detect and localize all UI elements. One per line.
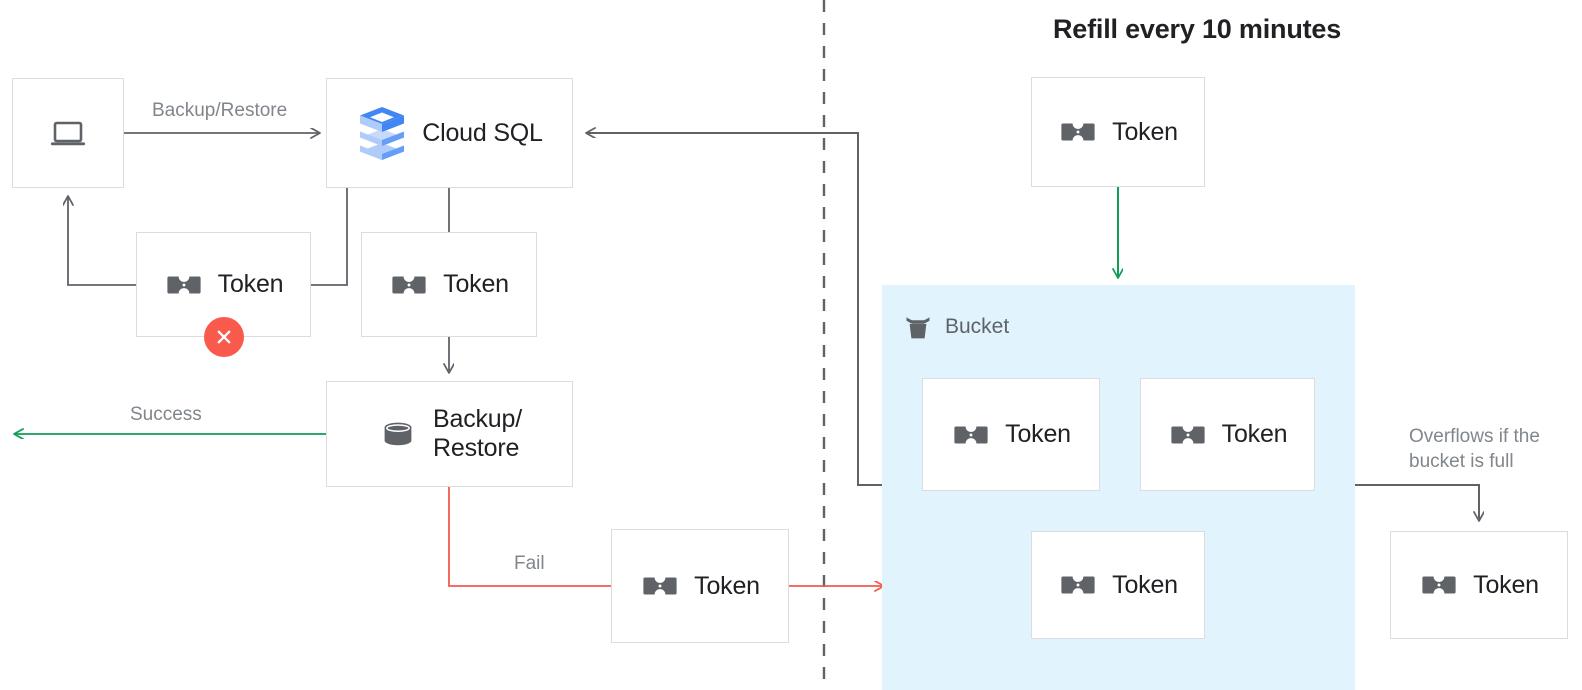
token-overflow-label: Token [1473,570,1539,599]
backup-restore-node[interactable]: Backup/ Restore [326,381,573,487]
token-refill-label: Token [1112,117,1178,146]
edge-bucket-to-cloudsql [586,133,882,486]
laptop-icon [51,121,85,146]
token-icon [1061,123,1095,141]
token-consumed-node[interactable]: Token [361,232,537,337]
cloud-sql-node[interactable]: Cloud SQL [326,78,573,188]
token-fail-emitted-label: Token [694,571,760,600]
bucket-token-1-label: Token [1005,420,1071,449]
edge-cloudsql-to-token-failed [311,188,348,286]
token-refill-node[interactable]: Token [1031,77,1205,187]
edge-label-fail: Fail [514,553,545,574]
token-icon [954,426,988,443]
token-icon [1061,576,1095,594]
bucket-token-2-label: Token [1221,420,1288,449]
token-icon [1171,426,1205,443]
token-icon [167,276,201,293]
token-fail-emitted-node[interactable]: Token [611,529,789,643]
edge-label-success: Success [130,404,202,425]
token-consumed-label: Token [443,270,509,299]
bucket-token-3-label: Token [1112,570,1178,599]
token-icon [643,577,677,595]
bucket-label: Bucket [945,315,1010,338]
token-failed-label: Token [217,270,284,299]
close-icon [217,330,231,344]
edge-label-backup-restore: Backup/Restore [152,100,288,121]
bucket-icon [906,317,930,339]
cloud-sql-label: Cloud SQL [422,118,543,147]
error-badge [204,317,244,357]
bucket-header: Bucket [902,311,1009,343]
edge-overflow [1355,484,1479,521]
bucket-token-3-node[interactable]: Token [1031,531,1205,639]
token-icon [1422,576,1456,594]
bucket-token-2-node[interactable]: Token [1140,378,1315,491]
bucket-token-1-node[interactable]: Token [922,378,1100,491]
token-icon [392,276,426,293]
cloud-sql-icon [360,107,405,160]
edge-token-failed-to-client [68,196,136,286]
edge-label-overflow: Overflows if the bucket is full [1409,426,1540,473]
token-overflow-node[interactable]: Token [1390,531,1568,639]
client-node[interactable] [12,78,124,188]
backup-restore-label: Backup/ Restore [433,405,522,462]
database-icon [384,422,412,446]
page-title: Refill every 10 minutes [1053,14,1342,44]
